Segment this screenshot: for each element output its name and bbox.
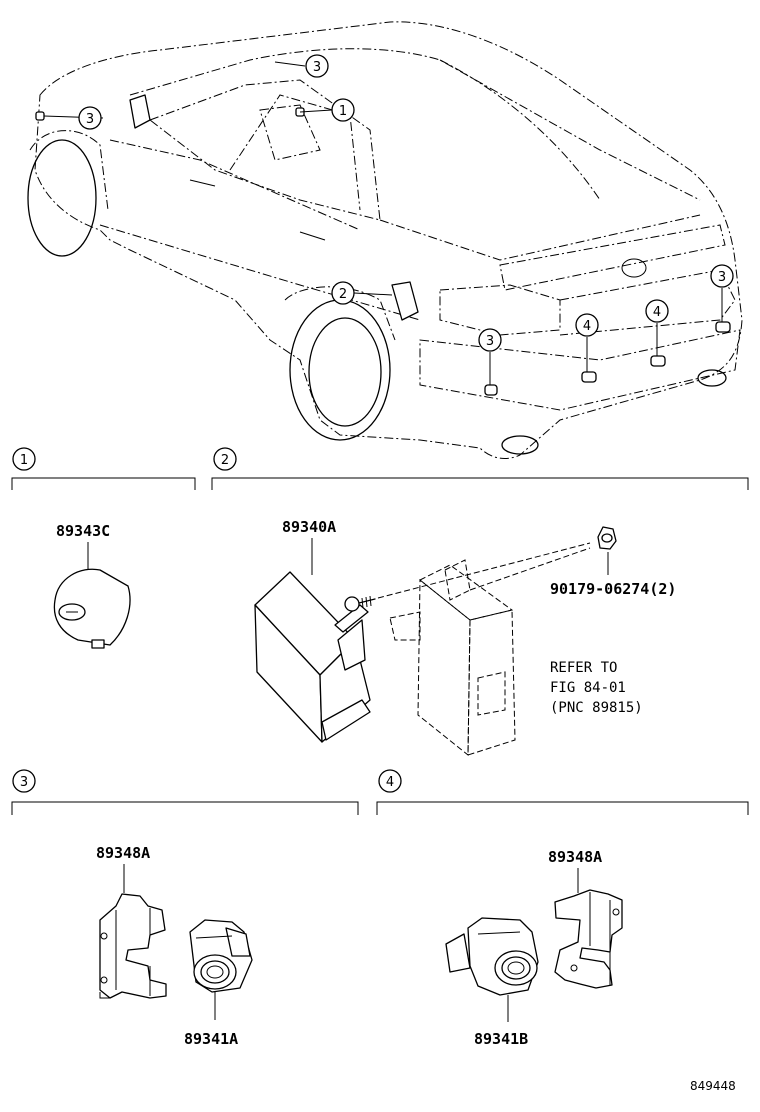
section-1: 1 89343C (11, 447, 196, 649)
svg-text:1: 1 (339, 104, 347, 119)
car-callout-1: 1 (299, 98, 355, 122)
part-number-90179-06274: 90179-06274(2) (550, 580, 676, 598)
car-callout-4-right: 4 (645, 299, 669, 356)
part-number-89341A: 89341A (184, 1030, 238, 1048)
reference-module-icon (389, 559, 516, 757)
sensor-89343C-icon (53, 568, 131, 649)
svg-text:3: 3 (86, 112, 94, 127)
car-callout-3-front: 3 (43, 106, 104, 130)
svg-text:4: 4 (583, 319, 591, 334)
section-4: 4 89348A 89341B (376, 769, 749, 1048)
parking-sensor-89341A-icon (189, 919, 253, 993)
svg-text:3: 3 (486, 334, 494, 349)
refer-note-line2: FIG 84-01 (550, 680, 626, 696)
car-callout-3-rear-left: 3 (478, 328, 502, 385)
svg-text:3: 3 (313, 60, 321, 75)
svg-text:3: 3 (718, 270, 726, 285)
part-number-89348A-right: 89348A (548, 848, 602, 866)
part-number-89340A: 89340A (282, 518, 336, 536)
parking-sensor-89341B-icon (445, 917, 539, 996)
sensor-bracket-89348A-right-icon (554, 889, 623, 989)
car-illustration (27, 21, 743, 459)
car-callout-3-mirror: 3 (274, 54, 329, 78)
svg-text:2: 2 (221, 453, 229, 468)
section-2: 2 89340A 90179-06274(2) (211, 447, 749, 757)
refer-note-line1: REFER TO (550, 660, 617, 676)
bolt-90179-06274-icon (597, 526, 617, 550)
part-number-89343C: 89343C (56, 522, 110, 540)
car-callout-3-rear-right: 3 (710, 264, 734, 322)
svg-text:4: 4 (386, 775, 394, 790)
clearance-sonar-ecu-icon (254, 571, 376, 743)
svg-text:1: 1 (20, 453, 28, 468)
car-callout-4-left: 4 (575, 313, 599, 372)
part-number-89348A-left: 89348A (96, 844, 150, 862)
figure-id: 849448 (690, 1079, 736, 1093)
section-3: 3 89348A 89341A (11, 769, 359, 1048)
refer-note-line3: (PNC 89815) (550, 700, 643, 716)
svg-text:3: 3 (20, 775, 28, 790)
part-number-89341B: 89341B (474, 1030, 528, 1048)
svg-text:4: 4 (653, 305, 661, 320)
car-callout-2: 2 (331, 281, 393, 305)
sensor-bracket-89348A-left-icon (99, 893, 167, 999)
svg-text:2: 2 (339, 287, 347, 302)
